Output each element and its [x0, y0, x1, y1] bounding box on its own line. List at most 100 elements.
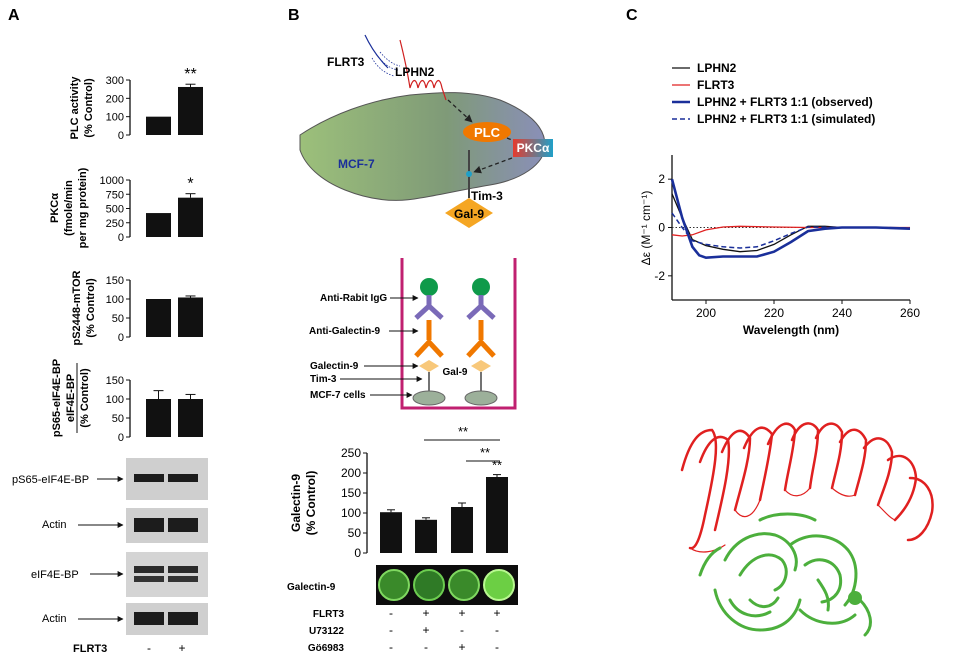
significance-marker: **	[492, 458, 502, 473]
blot-band	[168, 518, 198, 532]
blot-label: Actin	[42, 519, 66, 531]
y-tick-label: 1000	[100, 175, 124, 187]
bar	[146, 299, 171, 337]
treatment-label: FLRT3	[73, 643, 107, 655]
significance-marker: **	[480, 445, 490, 460]
blot-band	[168, 474, 198, 482]
y-tick-label: 150	[341, 486, 361, 500]
bar	[178, 399, 203, 437]
cell-label: MCF-7	[338, 157, 375, 171]
x-tick-label: 260	[900, 306, 920, 320]
x-tick-label: 220	[764, 306, 784, 320]
flrt3-label: FLRT3	[327, 55, 365, 69]
lphn2-sphere	[848, 591, 862, 605]
bar	[178, 86, 203, 135]
bar	[178, 197, 203, 237]
blot-band	[134, 518, 164, 532]
treatment-value: +	[458, 606, 465, 620]
galectin-9	[471, 360, 491, 372]
bar	[415, 519, 437, 553]
y-tick-label: 250	[341, 446, 361, 460]
elisa-label: Anti-Rabit IgG	[320, 293, 387, 304]
protein-structure	[680, 422, 934, 637]
y-axis-label: per mg protein)	[77, 167, 89, 248]
treatment-value: -	[495, 623, 499, 637]
y-axis-label: pS65-eIF4E-BP	[51, 359, 63, 437]
lphn2-label: LPHN2	[395, 65, 435, 79]
mcf7-cell-small	[464, 390, 498, 406]
y-tick-label: 0	[118, 332, 124, 344]
y-tick-label: -2	[654, 269, 665, 283]
y-tick-label: 50	[112, 413, 124, 425]
elisa-label: Tim-3	[310, 374, 337, 385]
blot-band	[134, 576, 164, 582]
y-tick-label: 2	[658, 172, 665, 186]
y-tick-label: 200	[341, 466, 361, 480]
galectin-9-arms	[466, 338, 496, 358]
western-blots: pS65-eIF4E-BP Actin eIF4E-BP Actin FLRT3…	[12, 458, 208, 655]
y-tick-label: 0	[118, 232, 124, 244]
y-axis-label: eIF4E-BP	[65, 374, 77, 422]
bar	[146, 399, 171, 437]
blot-band	[134, 474, 164, 482]
bar	[486, 477, 508, 553]
galectin-9	[419, 360, 439, 372]
well-image	[483, 569, 515, 601]
blot-band	[168, 566, 198, 573]
significance-marker: *	[187, 176, 193, 193]
treatment-value: +	[178, 641, 185, 655]
anti-galectin-9	[466, 302, 496, 320]
treatment-value: +	[422, 623, 429, 637]
tim3-phospho	[466, 171, 472, 177]
lphn2-structure	[698, 512, 872, 637]
well-image	[413, 569, 445, 601]
blot-image	[126, 552, 208, 597]
y-tick-label: 150	[106, 375, 124, 387]
y-tick-label: 0	[354, 546, 361, 560]
treatment-value: -	[424, 640, 428, 654]
legend-label: LPHN2	[697, 61, 737, 75]
well-image	[448, 569, 480, 601]
well-image-label: Galectin-9	[287, 582, 336, 593]
flrt3-structure	[680, 422, 934, 553]
panel-letter-b: B	[288, 7, 300, 24]
gal9-node	[445, 198, 493, 228]
y-tick-label: 50	[348, 526, 362, 540]
y-tick-label: 300	[106, 75, 124, 87]
y-tick-label: 100	[106, 294, 124, 306]
y-tick-label: 100	[106, 112, 124, 124]
anti-galectin-9	[414, 302, 444, 320]
y-axis-label: (% Control)	[85, 278, 97, 338]
gal9-label: Gal-9	[454, 207, 484, 221]
y-axis-label: Galectin-9	[289, 474, 303, 532]
treatment-label: FLRT3	[313, 609, 345, 620]
treatment-value: -	[389, 623, 393, 637]
plc-node	[463, 122, 511, 142]
bar	[451, 507, 473, 553]
plc-label: PLC	[474, 125, 501, 140]
x-tick-label: 240	[832, 306, 852, 320]
bar	[146, 213, 171, 237]
blot-label: eIF4E-BP	[31, 569, 79, 581]
y-axis-label: (fmole/min	[63, 180, 75, 236]
bar	[178, 297, 203, 337]
significance-marker: **	[458, 424, 468, 439]
elisa-label: MCF-7 cells	[310, 390, 366, 401]
blot-label: Actin	[42, 613, 66, 625]
panel-letter-a: A	[8, 7, 20, 24]
y-tick-label: 50	[112, 313, 124, 325]
y-axis-label: (% Control)	[79, 368, 91, 428]
legend-label: LPHN2 + FLRT3 1:1 (simulated)	[697, 112, 875, 126]
x-axis-label: Wavelength (nm)	[743, 323, 839, 337]
series-line	[671, 212, 911, 249]
y-axis-label: PLC activity	[69, 76, 81, 140]
blot-label: pS65-eIF4E-BP	[12, 474, 89, 486]
legend-label: FLRT3	[697, 78, 735, 92]
